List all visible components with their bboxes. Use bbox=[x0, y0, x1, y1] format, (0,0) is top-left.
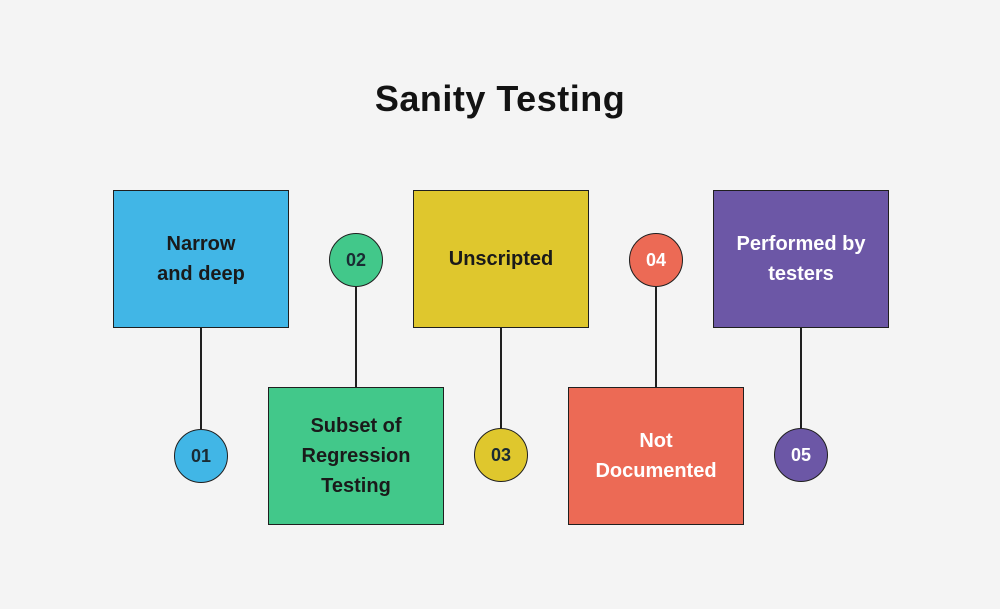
diagram-title: Sanity Testing bbox=[374, 78, 626, 119]
box-label-line: Documented bbox=[595, 460, 717, 482]
badge-number: 02 bbox=[345, 249, 367, 270]
box-unscripted: Unscripted bbox=[413, 190, 589, 328]
number-badge-01: 01 bbox=[174, 429, 228, 483]
box-label-line: and deep bbox=[157, 263, 245, 285]
box-label-line: Testing bbox=[321, 475, 391, 497]
box-label-line: Not bbox=[639, 430, 673, 452]
connector-line-02 bbox=[355, 287, 357, 387]
number-badge-04: 04 bbox=[629, 233, 683, 287]
number-badge-05: 05 bbox=[774, 428, 828, 482]
box-label-line: Unscripted bbox=[448, 248, 554, 270]
box-performed-by-testers: Performed by testers bbox=[713, 190, 889, 328]
number-badge-03: 03 bbox=[474, 428, 528, 482]
badge-number: 05 bbox=[790, 444, 812, 465]
box-narrow-and-deep: Narrow and deep bbox=[113, 190, 289, 328]
badge-number: 03 bbox=[490, 444, 512, 465]
badge-number: 01 bbox=[190, 445, 212, 466]
connector-line-04 bbox=[655, 287, 657, 387]
connector-line-03 bbox=[500, 328, 502, 428]
badge-number: 04 bbox=[645, 249, 667, 270]
box-label-line: Narrow bbox=[166, 233, 236, 255]
connector-line-01 bbox=[200, 328, 202, 429]
box-label-line: Regression bbox=[301, 445, 411, 467]
box-label-line: Performed by bbox=[736, 233, 866, 255]
box-label-line: testers bbox=[768, 263, 834, 285]
box-label-line: Subset of bbox=[310, 415, 402, 437]
connector-line-05 bbox=[800, 328, 802, 428]
number-badge-02: 02 bbox=[329, 233, 383, 287]
